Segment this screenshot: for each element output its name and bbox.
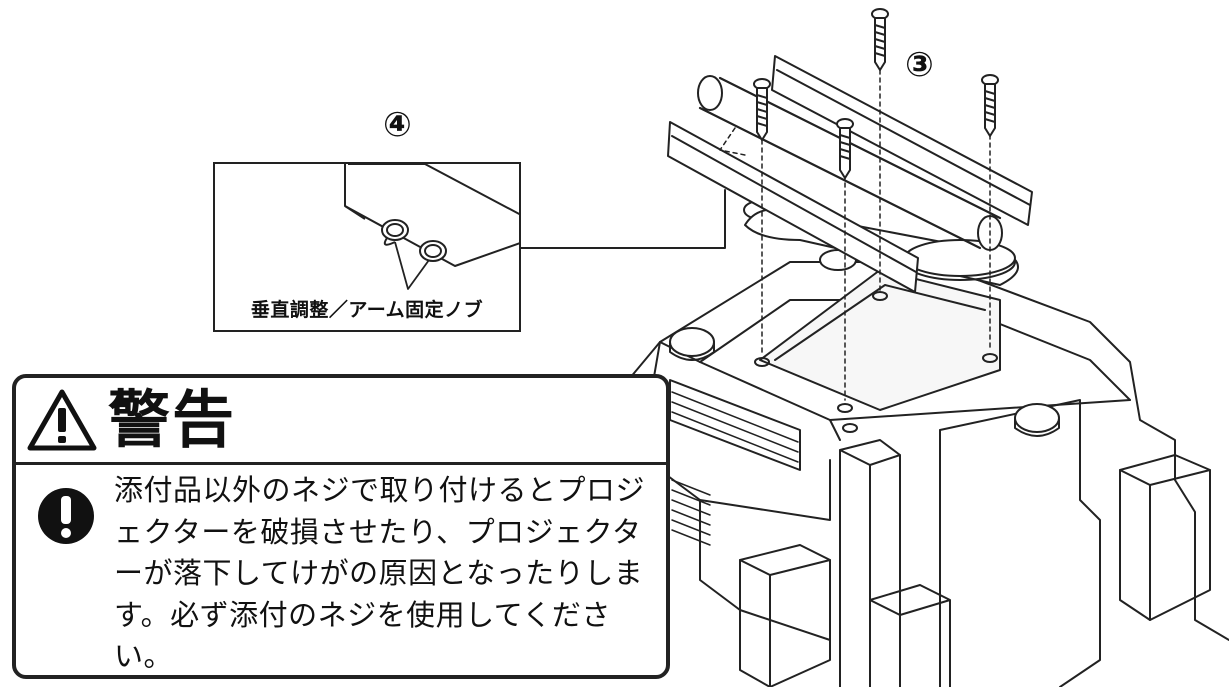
warning-title: 警告 xyxy=(108,383,237,456)
support-post-back xyxy=(939,399,1101,687)
focus-knob xyxy=(669,327,715,357)
screw-group xyxy=(753,8,999,180)
knob-caption: 垂直調整／アーム固定ノブ xyxy=(250,299,484,321)
exclamation-circle-icon xyxy=(38,488,94,544)
vertical-adjust-knob xyxy=(381,219,409,241)
knob-detail-drawing xyxy=(344,164,519,290)
projector-body xyxy=(619,261,1229,641)
mount-plate xyxy=(759,269,1001,411)
inset-leader-line xyxy=(520,189,726,249)
warning-header: 警告 xyxy=(16,378,666,465)
screw-icon xyxy=(871,8,889,72)
arm-lock-knob xyxy=(419,240,447,262)
warning-triangle-icon xyxy=(27,389,97,451)
step-number-4: ④ xyxy=(383,105,412,145)
bracket-front xyxy=(667,121,919,293)
warning-message: 添付品以外のネジで取り付けるとプロジェクターを破損させたり、プロジェクターが落下… xyxy=(114,473,646,673)
screw-icon xyxy=(981,74,999,138)
step-number-3: ③ xyxy=(905,45,934,85)
warning-box: 警告 添付品以外のネジで取り付けるとプロジェクターを破損させたり、プロジェクター… xyxy=(12,374,670,679)
support-post-left xyxy=(839,439,901,687)
screw-icon xyxy=(836,118,854,180)
knob-detail-inset: 垂直調整／アーム固定ノブ xyxy=(213,162,521,332)
screw-icon xyxy=(753,78,771,142)
bracket-rear xyxy=(771,55,1033,226)
